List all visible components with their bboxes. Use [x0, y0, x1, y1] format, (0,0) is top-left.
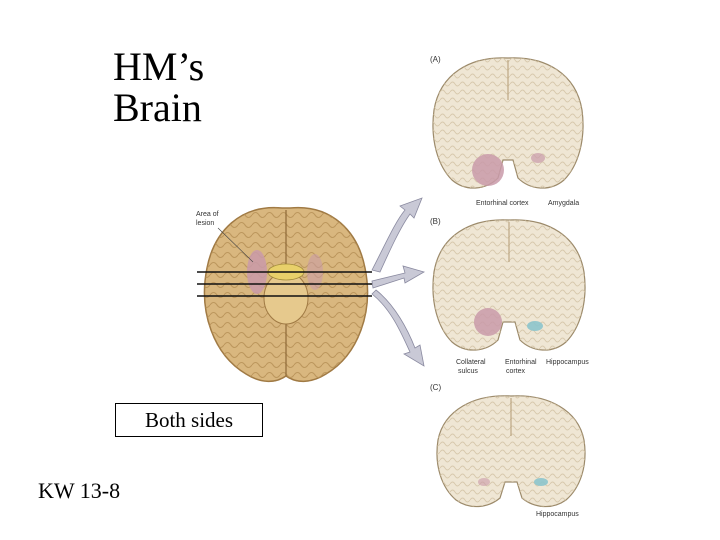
panel-b-label-1: Collateral	[456, 359, 486, 366]
lesion-leader-line	[217, 227, 254, 263]
lesion-label-line-1: Area of	[196, 211, 219, 218]
panel-a-letter: (A)	[430, 55, 441, 64]
slide-title: HM’s Brain	[113, 46, 204, 128]
panel-a-label-2: Amygdala	[548, 200, 579, 207]
panel-c-hippocampus	[534, 478, 548, 486]
both-sides-box: Both sides	[115, 403, 263, 437]
panel-b-label-5: Hippocampus	[546, 359, 589, 366]
ventral-brain-view	[203, 206, 369, 383]
panel-b-label-3: Entorhinal	[505, 359, 537, 366]
coronal-section-a: (A) Entorhinal cortex Amygdala	[430, 55, 584, 207]
panel-a-amygdala	[531, 153, 545, 163]
panel-b-letter: (B)	[430, 217, 441, 226]
panel-c-label-1: Hippocampus	[536, 511, 579, 518]
panel-a-label-1: Entorhinal cortex	[476, 200, 529, 207]
title-line-2: Brain	[113, 85, 202, 130]
lesion-label-line-2: lesion	[196, 220, 214, 227]
panel-b-label-2: sulcus	[458, 368, 478, 375]
reference-label: KW 13-8	[38, 478, 121, 503]
panel-a-lesion	[472, 154, 504, 186]
panel-b-lesion	[474, 308, 502, 336]
coronal-section-b: (B) Collateral sulcus Entorhinal cortex …	[430, 217, 589, 375]
title-line-1: HM’s	[113, 44, 205, 89]
panel-c-lesion	[478, 478, 490, 486]
section-lines	[197, 271, 372, 297]
panel-c-letter: (C)	[430, 383, 441, 392]
panel-b-hippocampus	[527, 321, 543, 331]
coronal-section-c: (C) Hippocampus	[430, 383, 586, 518]
panel-b-label-4: cortex	[506, 368, 526, 375]
section-arrows	[371, 197, 426, 367]
